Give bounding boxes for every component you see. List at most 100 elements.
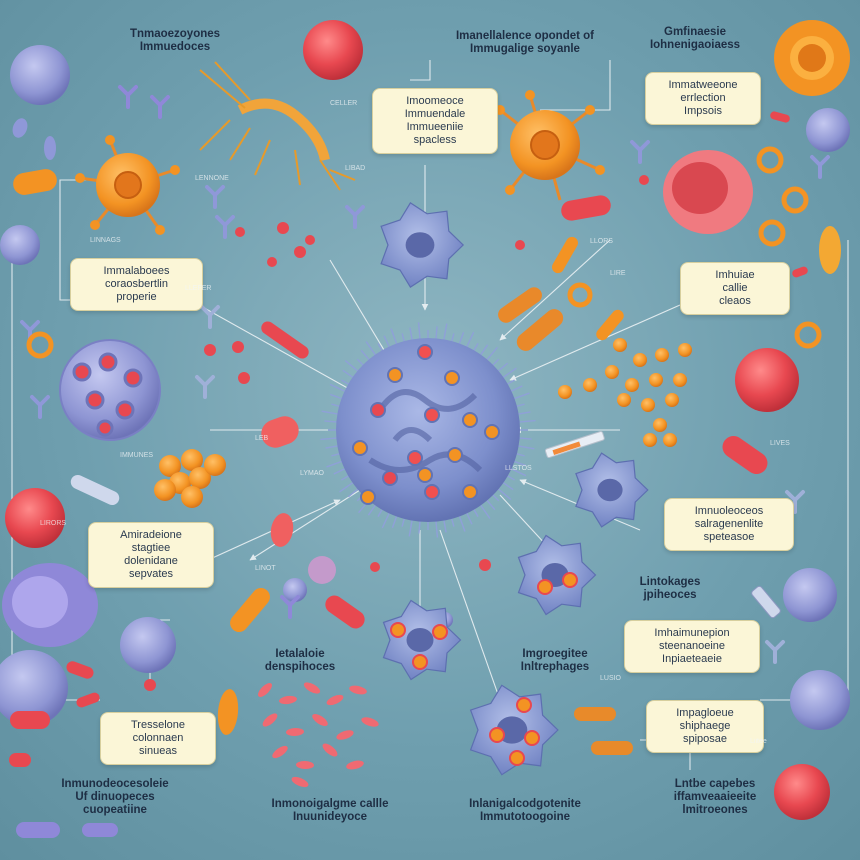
tiny-label: LLORS xyxy=(590,238,613,245)
ring-granule xyxy=(756,146,784,174)
red-spindle xyxy=(258,683,272,697)
macrophage-cell xyxy=(517,534,597,616)
bacterium xyxy=(591,741,633,755)
red-granule xyxy=(305,235,315,245)
lymphocyte-cell xyxy=(0,650,68,726)
bacterium xyxy=(325,595,365,629)
orange-granule xyxy=(649,373,663,387)
antibody xyxy=(118,85,138,109)
label-center-left: Ietalaloie denspihoces xyxy=(264,648,336,673)
red-fuzzy-cell xyxy=(735,348,799,412)
label-bottom-center: Inlanigalcodgotenite Immutotoogoine xyxy=(469,798,581,823)
macrophage-cell xyxy=(380,202,465,288)
title-top-center: Imanellalence opondet of Immugalige soya… xyxy=(455,30,595,55)
bacterium xyxy=(261,416,299,448)
hub-granule xyxy=(352,440,368,456)
bacterium xyxy=(217,689,239,735)
red-granule xyxy=(267,257,277,267)
macrophage-cell xyxy=(469,684,559,776)
red-spindle xyxy=(361,717,379,727)
bacterium xyxy=(516,309,564,351)
antibody xyxy=(195,375,215,399)
label-right-low: Imnuoleoceos salragenenlite speteasoe xyxy=(664,498,794,551)
lymphocyte-icon xyxy=(0,45,850,730)
orange-granule xyxy=(678,343,692,357)
macrophage-hub-icon xyxy=(320,322,536,538)
orange-donut-cell-icon xyxy=(774,20,850,96)
tiny-label: LLEFER xyxy=(185,285,212,292)
antibody xyxy=(30,395,50,419)
bacterium xyxy=(819,226,841,274)
red-spindle xyxy=(336,730,354,740)
lymphocyte-cell xyxy=(120,617,176,673)
orange-granule-large xyxy=(181,449,203,471)
hub-granule xyxy=(387,367,403,383)
syringe-icon xyxy=(544,430,781,619)
bacterium xyxy=(270,513,294,547)
hub-granule xyxy=(444,370,460,386)
bacteria-icon xyxy=(9,111,841,838)
red-granule xyxy=(515,240,525,250)
orange-granule xyxy=(653,418,667,432)
bacterium xyxy=(13,169,57,195)
hub-granule xyxy=(424,484,440,500)
orange-granule xyxy=(673,373,687,387)
tiny-label: Liitee xyxy=(750,738,767,745)
vesicle xyxy=(308,556,336,584)
label-center-right: Imgroegitee Inltrephages xyxy=(520,648,590,673)
bacterium xyxy=(66,661,94,679)
hub-granule xyxy=(382,470,398,486)
orange-granule-large xyxy=(159,455,181,477)
bacterium xyxy=(12,118,28,138)
orange-granule-large xyxy=(204,454,226,476)
red-spindle xyxy=(326,694,344,706)
bacterium xyxy=(552,236,578,274)
bacterium xyxy=(792,266,808,278)
orange-granule xyxy=(605,365,619,379)
red-granule xyxy=(370,562,380,572)
lymphocyte-cell xyxy=(0,225,40,265)
antibody-icon xyxy=(20,85,830,691)
lymphocyte-cell xyxy=(283,578,307,602)
red-spindle xyxy=(296,760,314,770)
macrophage-cell xyxy=(382,599,462,681)
hub-granule xyxy=(360,489,376,505)
lymphocyte-cell xyxy=(783,568,837,622)
bacterium xyxy=(261,321,309,359)
hub-granule xyxy=(462,412,478,428)
orange-granule xyxy=(655,348,669,362)
label-left-mid: Immalaboees coraosbertlin properie xyxy=(70,258,203,311)
hub-granule xyxy=(462,484,478,500)
tiny-label: LIBAD xyxy=(345,165,366,172)
ring-granule xyxy=(794,321,822,349)
orange-granule-large xyxy=(189,467,211,489)
red-granule xyxy=(238,372,250,384)
red-fuzzy-cell xyxy=(774,764,830,820)
macrophage-cell xyxy=(575,452,649,528)
antibody xyxy=(205,185,225,209)
tiny-label: LUSIO xyxy=(600,675,622,682)
lymphocyte-cell xyxy=(10,45,70,105)
bacterium xyxy=(44,136,56,160)
hub-granule xyxy=(417,344,433,360)
red-spindle xyxy=(291,776,309,788)
bacterium xyxy=(596,309,624,341)
lymphocyte-cell xyxy=(806,108,850,152)
antibody xyxy=(280,595,300,619)
crustacean-icon xyxy=(199,61,356,191)
granule-cluster-icon xyxy=(154,338,692,788)
orange-granule xyxy=(583,378,597,392)
red-spindle xyxy=(262,713,278,727)
red-granule xyxy=(277,222,289,234)
macrophage-icon xyxy=(380,202,649,776)
bacterium xyxy=(770,111,790,123)
tiny-label: LINOT xyxy=(255,565,276,572)
title-top-right: Gmfinaesie Iohnenigaoiaess xyxy=(649,26,741,51)
label-right-lower: Imhaimunepion steenanoeine Inpiaeteaeie xyxy=(624,620,760,673)
antibody xyxy=(200,305,220,329)
orange-granule xyxy=(625,378,639,392)
red-spindle xyxy=(346,760,364,770)
bacterium xyxy=(10,711,50,729)
tiny-label: CELLER xyxy=(330,100,358,107)
